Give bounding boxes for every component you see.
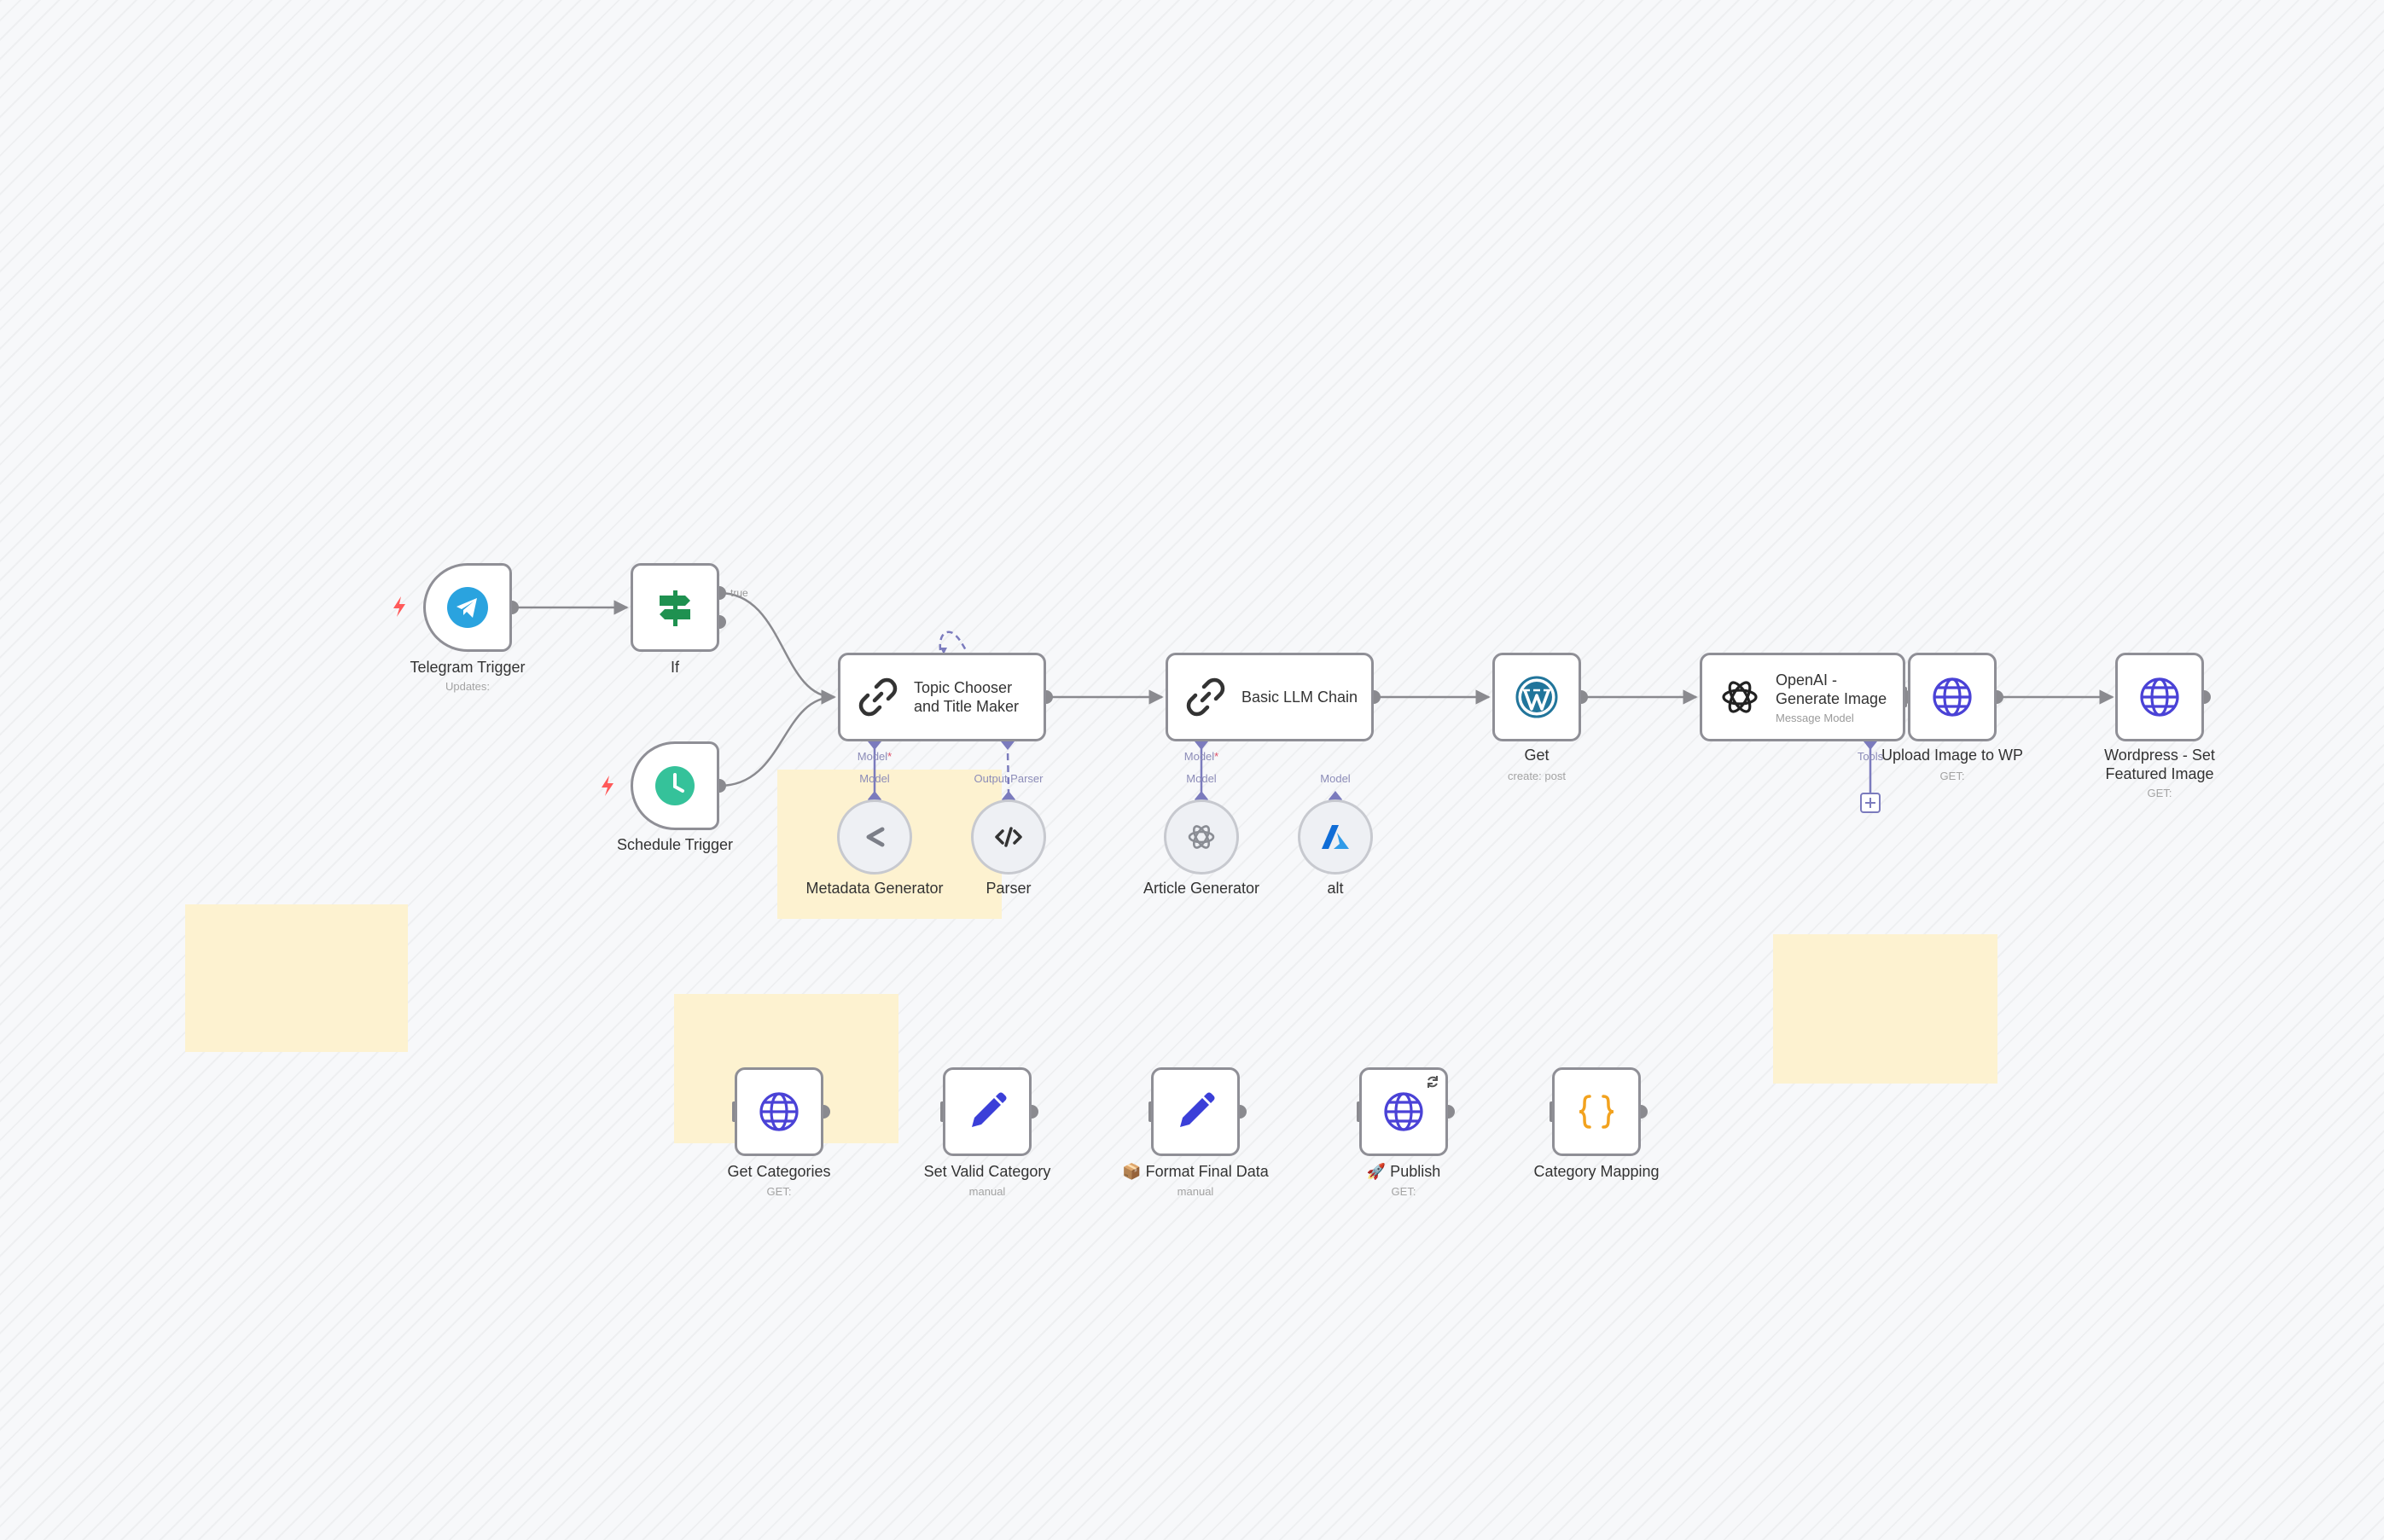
trigger-bolt-icon <box>393 596 405 617</box>
basic-llm-chain-node[interactable]: Basic LLM Chain <box>1166 653 1374 741</box>
openai-icon <box>1188 825 1215 849</box>
node-label: 📦 Format Final Data <box>1122 1163 1269 1180</box>
chain-link-icon <box>1186 677 1225 717</box>
node-text: Topic Chooser and Title Maker <box>914 678 1019 716</box>
node-subtitle: GET: <box>1391 1185 1416 1198</box>
node-label: Parser <box>986 880 1032 897</box>
node-label: Get <box>1524 747 1550 764</box>
node-label: Metadata Generator <box>805 880 944 897</box>
clock-icon <box>655 766 695 805</box>
braces-icon <box>1579 1095 1614 1129</box>
node-subtitle: Updates: <box>445 680 491 693</box>
globe-icon <box>759 1092 799 1131</box>
sticky-note[interactable] <box>1773 934 1997 1084</box>
signpost-icon <box>660 590 690 626</box>
node-label: alt <box>1327 880 1344 897</box>
node-label: Topic Chooser and Title Maker <box>914 679 1020 715</box>
node-subtitle: manual <box>968 1185 1006 1198</box>
format-final-data-node[interactable] <box>1151 1067 1240 1156</box>
publish-node[interactable] <box>1359 1067 1448 1156</box>
openai-generate-image-node[interactable]: OpenAI - Generate Image Message Model <box>1700 653 1905 741</box>
telegram-icon <box>447 587 488 628</box>
topic-chooser-node[interactable]: Topic Chooser and Title Maker <box>838 653 1046 741</box>
pencil-icon <box>1180 1092 1215 1127</box>
openai-icon <box>1722 681 1758 713</box>
node-subtitle: GET: <box>1939 770 1965 782</box>
model-icon <box>866 827 885 847</box>
node-label: OpenAI - Generate Image <box>1776 671 1887 707</box>
loop-connection <box>939 631 968 651</box>
node-subtitle: GET: <box>766 1185 792 1198</box>
set-valid-category-node[interactable] <box>943 1067 1032 1156</box>
node-label: Telegram Trigger <box>410 659 526 676</box>
port-label-model: Model <box>859 772 890 785</box>
pencil-icon <box>972 1092 1007 1127</box>
port-label-model: Model <box>1320 772 1351 785</box>
node-label: Article Generator <box>1143 880 1260 897</box>
node-label: Get Categories <box>727 1163 831 1180</box>
metadata-generator-node[interactable] <box>837 799 912 875</box>
category-mapping-node[interactable] <box>1552 1067 1641 1156</box>
port-label-model: Model <box>1186 772 1217 785</box>
parser-node[interactable] <box>971 799 1046 875</box>
connection <box>718 591 836 705</box>
port-label-model: Model* <box>1183 750 1219 763</box>
port-label-output-parser: Output Parser <box>974 772 1044 785</box>
node-label: Upload Image to WP <box>1881 747 2024 764</box>
node-label: Schedule Trigger <box>616 836 734 853</box>
wordpress-get-node[interactable] <box>1492 653 1581 741</box>
add-tool-button <box>1860 793 1881 813</box>
wordpress-icon <box>1515 676 1558 718</box>
code-icon <box>995 827 1022 847</box>
upload-image-node[interactable] <box>1908 653 1997 741</box>
retry-icon <box>1427 1076 1438 1088</box>
node-subtitle: create: post <box>1508 770 1566 782</box>
node-text: OpenAI - Generate Image Message Model <box>1776 671 1887 724</box>
if-node[interactable] <box>631 563 719 652</box>
azure-icon <box>1322 825 1349 849</box>
ai-connection <box>1006 741 1010 800</box>
node-label: Set Valid Category <box>923 1163 1051 1180</box>
sticky-note[interactable] <box>185 904 408 1052</box>
node-label: If <box>670 659 680 676</box>
globe-icon <box>1933 677 1972 717</box>
node-label: Category Mapping <box>1533 1163 1660 1180</box>
telegram-trigger-node[interactable] <box>423 563 512 652</box>
port-label-model: Model* <box>857 750 893 763</box>
node-label: Wordpress - Set Featured Image <box>2104 747 2215 782</box>
node-text: Basic LLM Chain <box>1241 688 1358 706</box>
chain-link-icon <box>858 677 898 717</box>
globe-icon <box>1384 1092 1423 1131</box>
schedule-trigger-node[interactable] <box>631 741 719 830</box>
connection <box>718 689 836 787</box>
node-label: 🚀 Publish <box>1366 1163 1441 1180</box>
alt-node[interactable] <box>1298 799 1373 875</box>
port-label-tools: Tools <box>1857 750 1884 763</box>
branch-label-true: true <box>730 587 748 599</box>
get-categories-node[interactable] <box>735 1067 823 1156</box>
trigger-bolt-icon <box>602 776 613 796</box>
node-subtitle: Message Model <box>1776 711 1854 724</box>
globe-icon <box>2140 677 2179 717</box>
node-subtitle: manual <box>1177 1185 1214 1198</box>
article-generator-node[interactable] <box>1164 799 1239 875</box>
node-subtitle: GET: <box>2147 787 2172 799</box>
wordpress-set-featured-image-node[interactable] <box>2115 653 2204 741</box>
node-label: Basic LLM Chain <box>1241 689 1358 706</box>
